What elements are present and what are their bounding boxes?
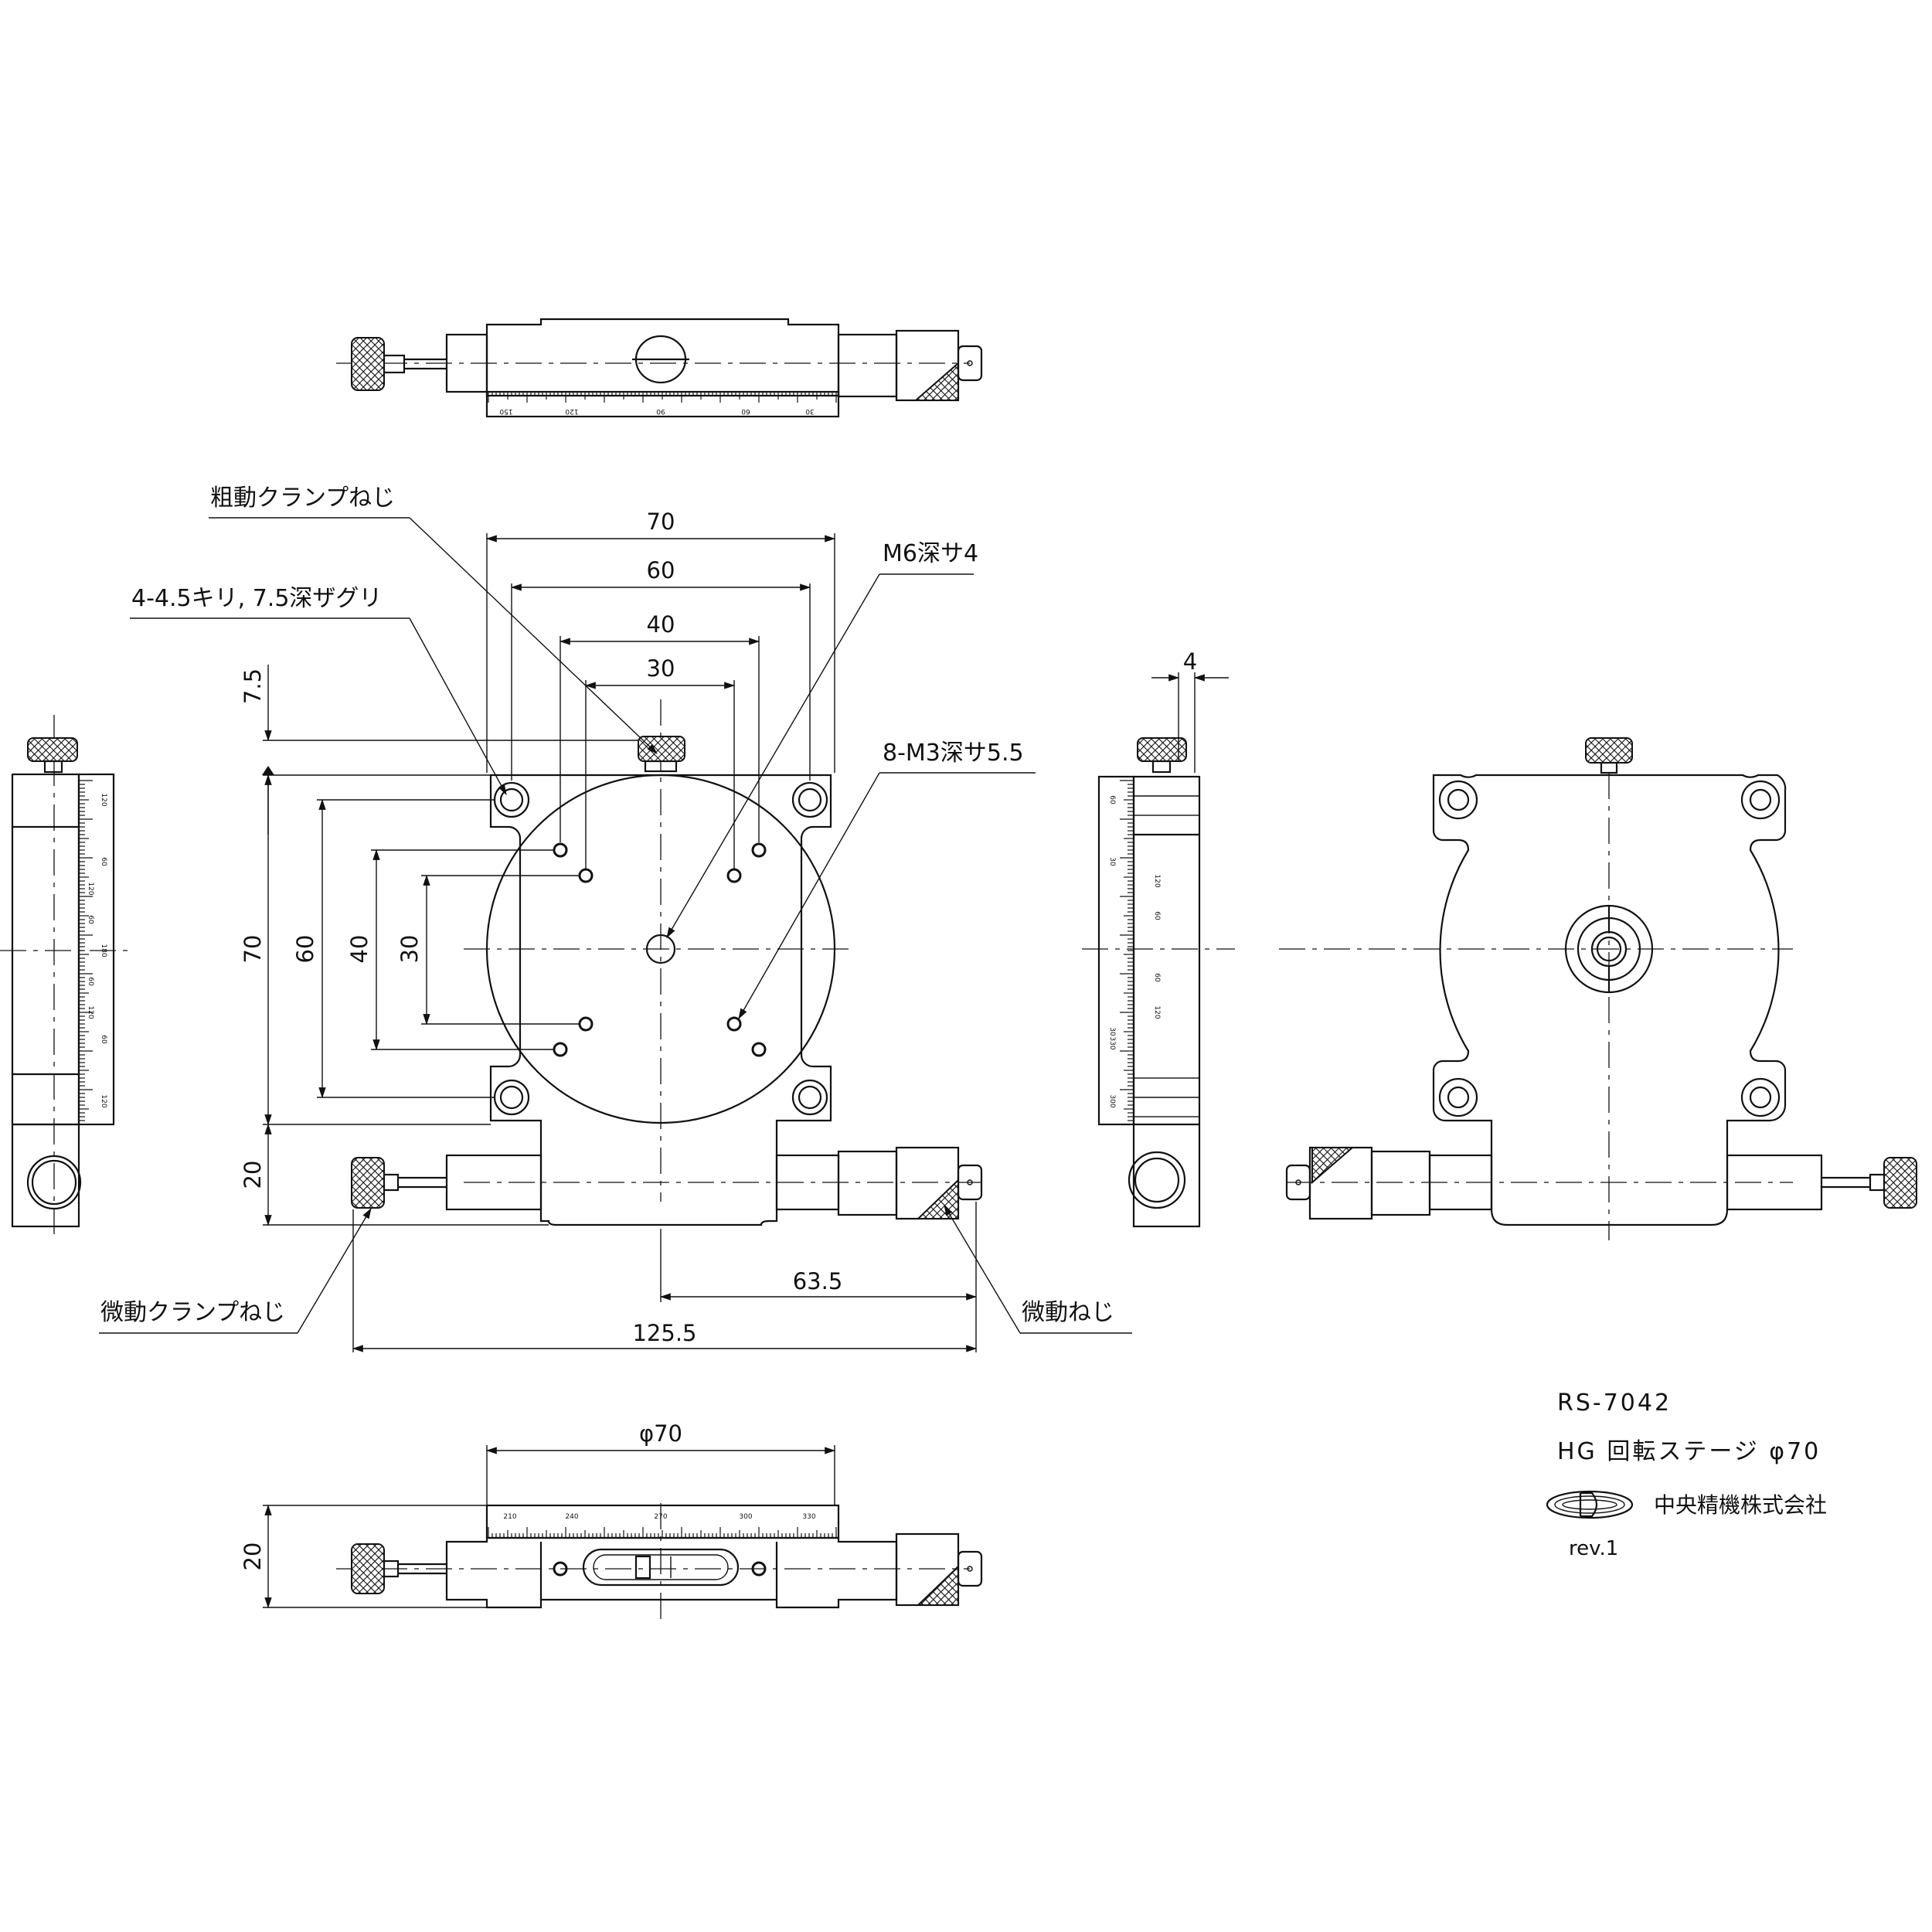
left-scale-label: 120 — [87, 1005, 94, 1019]
top-scale-label: 150 — [499, 407, 512, 415]
dim-60-width: 60 — [647, 557, 675, 583]
micrometer-plan — [775, 1146, 983, 1220]
micrometer-thimble-top — [913, 361, 959, 401]
side-scale-label: 120 — [1153, 874, 1161, 887]
fine-clamp-screw — [351, 1154, 543, 1211]
callout-fine-screw: 微動ねじ — [1022, 1299, 1114, 1326]
front-scale-label: 330 — [802, 1513, 815, 1521]
dim-40-width: 40 — [647, 611, 675, 638]
front-scale-label: 240 — [565, 1513, 578, 1521]
coarse-clamp-knob-bottom — [1585, 737, 1633, 764]
model-number: RS-7042 — [1557, 1389, 1672, 1417]
top-scale-label: 60 — [741, 407, 750, 415]
callout-fine-clamp-screw: 微動クランプねじ — [100, 1299, 285, 1326]
bottom-micrometer — [1285, 1146, 1493, 1220]
top-scale-ticks — [488, 392, 837, 403]
side-scale-label: 330 — [1108, 1036, 1116, 1049]
micrometer-thimble-bottom — [1311, 1147, 1355, 1185]
top-scale-labels: 150 120 90 60 30 — [499, 407, 815, 415]
m6-center-tap — [645, 934, 676, 964]
left-scale-label: 60 — [100, 857, 107, 866]
left-scale-labels: 120 60 60 120 120 60 180 60 120 — [87, 793, 107, 1107]
side-scale-label: 120 — [1153, 1005, 1161, 1019]
coarse-clamp-knob-top — [351, 337, 385, 391]
fine-clamp-knob-bottom — [1883, 1157, 1917, 1209]
top-scale-label: 90 — [656, 407, 665, 415]
top-view: 150 120 90 60 30 — [336, 318, 983, 418]
side-scale-label: 300 — [1108, 1094, 1116, 1107]
revision: rev.1 — [1569, 1537, 1618, 1560]
side-view: 60 30 30 330 300 120 60 60 120 — [1082, 737, 1235, 1228]
coarse-clamp-knob-left — [27, 737, 78, 762]
side-scale-label: 30 — [1108, 857, 1116, 866]
side-scale-ticks — [1120, 780, 1134, 1121]
side-scale-labels: 60 30 30 330 300 120 60 60 120 — [1108, 795, 1161, 1108]
callout-m3-taps: 8-M3深サ5.5 — [883, 740, 1024, 767]
left-scale-ticks — [79, 780, 93, 1121]
dim-20-height: 20 — [240, 1161, 266, 1189]
callout-m6-tap: M6深サ4 — [883, 540, 978, 567]
front-scale-label: 270 — [654, 1513, 667, 1521]
side-scale-label: 30 — [1108, 1027, 1116, 1036]
product-name: HG 回転ステージ φ70 — [1557, 1438, 1821, 1465]
left-scale-label: 60 — [87, 977, 94, 986]
rotary-table — [485, 774, 836, 1124]
dim-125-5: 125.5 — [632, 1320, 696, 1346]
dim-60-height: 60 — [292, 935, 318, 964]
dimensions: 70 60 40 30 7.5 70 60 40 30 — [240, 509, 1229, 1609]
left-scale-label: 60 — [87, 915, 94, 924]
top-scale-label: 120 — [565, 407, 578, 415]
micrometer-thimble-front — [916, 1564, 959, 1606]
company-name: 中央精機株式会社 — [1654, 1492, 1827, 1518]
fine-clamp-knob — [351, 1157, 385, 1209]
front-scale-labels: 210 240 270 300 330 — [503, 1513, 815, 1521]
coarse-clamp-knob-plan — [638, 736, 685, 762]
top-scale-label: 30 — [805, 407, 815, 415]
front-scale-label: 210 — [503, 1513, 516, 1521]
plan-view — [351, 699, 983, 1226]
bottom-fine-clamp — [1726, 1154, 1917, 1211]
left-scale-label: 120 — [100, 793, 107, 806]
dim-4-side: 4 — [1183, 648, 1197, 675]
dim-70-height: 70 — [240, 935, 266, 964]
bottom-view — [1279, 737, 1917, 1240]
side-scale-label: 60 — [1153, 911, 1161, 920]
left-scale-label: 120 — [100, 1094, 107, 1107]
front-scale-ticks — [488, 1527, 837, 1538]
callout-mounting-holes: 4-4.5キリ, 7.5深ザグリ — [131, 585, 382, 612]
fine-clamp-knob-front — [351, 1543, 385, 1594]
front-view: 210 240 270 300 330 — [336, 1503, 983, 1623]
left-view: 120 60 60 120 120 60 180 60 120 — [0, 715, 130, 1240]
dim-63-5: 63.5 — [793, 1268, 843, 1294]
dim-phi-70: φ70 — [639, 1420, 682, 1447]
side-scale-label: 60 — [1108, 795, 1116, 804]
left-scale-label: 120 — [87, 882, 94, 895]
m3-taps — [553, 842, 767, 1057]
level-vial — [582, 1548, 740, 1587]
left-scale-label: 60 — [100, 1035, 107, 1044]
side-scale-label: 60 — [1153, 973, 1161, 982]
dim-40-height: 40 — [346, 935, 372, 964]
front-scale-label: 300 — [739, 1513, 752, 1521]
dim-30-height: 30 — [396, 935, 423, 964]
dim-7-5: 7.5 — [240, 668, 266, 704]
callout-coarse-clamp-screw: 粗動クランプねじ — [210, 485, 395, 512]
dim-20-front: 20 — [240, 1543, 266, 1571]
dim-70-width: 70 — [647, 509, 675, 535]
company-logo — [1546, 1490, 1634, 1519]
title-block: RS-7042 HG 回転ステージ φ70 中央精機株式会社 rev.1 — [1546, 1389, 1827, 1560]
bottom-mounting-holes — [1438, 780, 1781, 1117]
micrometer-thimble-plan — [916, 1178, 959, 1219]
left-scale-label: 180 — [100, 944, 107, 957]
callouts: 粗動クランプねじ 4-4.5キリ, 7.5深ザグリ M6深サ4 8-M3深サ5.… — [99, 485, 1132, 1334]
dim-30-width: 30 — [647, 655, 675, 682]
